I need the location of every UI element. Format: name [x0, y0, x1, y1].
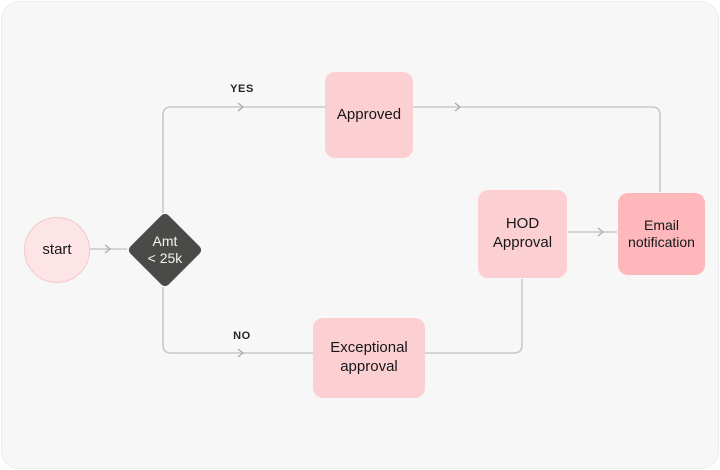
node-hod-approval-label: HOD Approval — [492, 215, 553, 251]
arrowhead-icon — [104, 244, 112, 254]
arrowhead-icon — [454, 102, 462, 112]
node-exceptional-approval-label: Exceptional approval — [330, 339, 408, 375]
node-approved[interactable]: Approved — [325, 72, 413, 158]
edge-label-yes: YES — [230, 83, 254, 95]
node-email-notification[interactable]: Email notification — [618, 193, 705, 275]
node-decision-label: Amt < 25k — [147, 232, 183, 267]
node-decision[interactable]: Amt < 25k — [126, 211, 204, 289]
node-hod-approval[interactable]: HOD Approval — [478, 190, 567, 278]
node-exceptional-approval[interactable]: Exceptional approval — [313, 318, 425, 398]
node-email-notification-label: Email notification — [628, 216, 695, 251]
node-approved-label: Approved — [336, 105, 402, 123]
arrowhead-icon — [237, 348, 245, 358]
arrowhead-icon — [237, 102, 245, 112]
node-start[interactable]: start — [24, 217, 90, 283]
arrowhead-icon — [597, 227, 605, 237]
edge-label-no: NO — [233, 330, 251, 342]
node-start-label: start — [42, 240, 72, 258]
